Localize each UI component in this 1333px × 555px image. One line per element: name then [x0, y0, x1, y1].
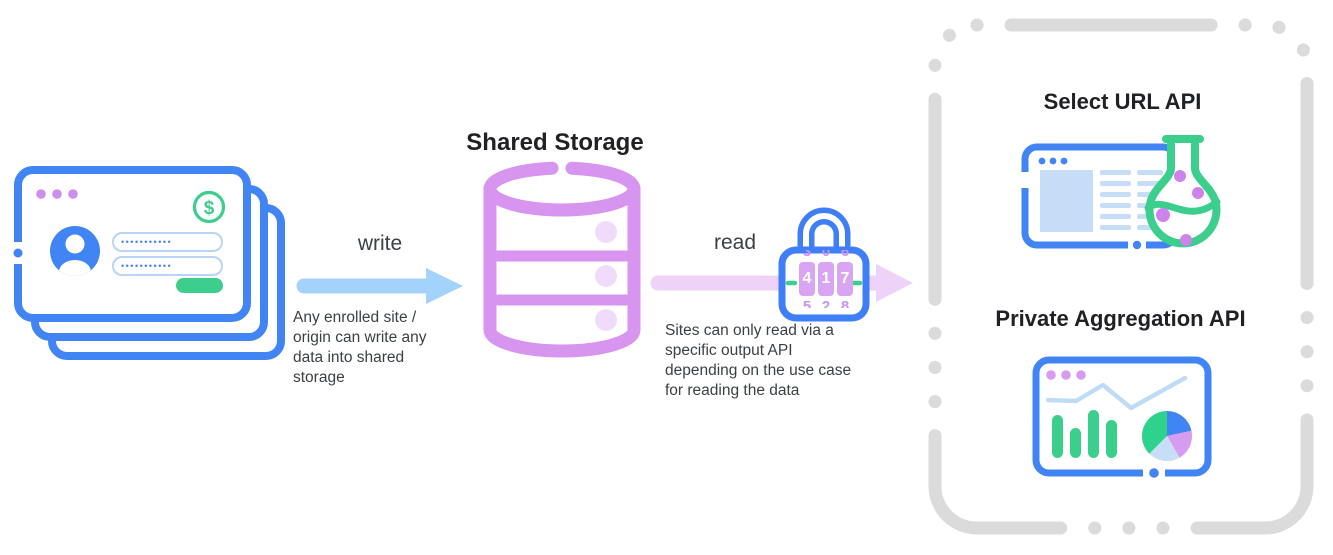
database-icon: [483, 161, 641, 358]
dial-digit-below: 5: [802, 298, 812, 308]
database-band-dots: [595, 221, 617, 331]
window-traffic-dots: [36, 189, 78, 199]
pie-chart: [1141, 410, 1193, 462]
avatar: [50, 226, 100, 276]
dial-digit-above: 6: [840, 250, 850, 260]
dial-digit-below: 2: [821, 298, 831, 308]
select-url-api-title: Select URL API: [1043, 89, 1202, 114]
write-note: Any enrolled site / origin can write any…: [293, 309, 427, 387]
dial-digit-above: 3: [802, 250, 812, 260]
lock-dial[interactable]: 3 4 5: [799, 250, 815, 308]
lock-dials: 3 4 5 0 1 2 6 7 8: [799, 250, 855, 308]
browser-window: [1019, 143, 1179, 252]
flask-bubbles: [1156, 170, 1204, 246]
select-url-api-icon: [1019, 135, 1221, 252]
read-note: Sites can only read via a specific outpu…: [665, 322, 852, 400]
password-dots-1: •••••••••••: [121, 237, 173, 247]
window-front: $: [10, 166, 251, 322]
dial-digit: 1: [818, 262, 834, 296]
read-label: read: [713, 231, 757, 254]
database-outline: [483, 161, 641, 358]
dollar-icon: $: [192, 190, 226, 224]
write-label: write: [357, 232, 403, 255]
output-api-boundary: [928, 18, 1314, 535]
shared-storage-title: Shared Storage: [466, 129, 644, 156]
write-arrow: [296, 268, 463, 304]
bar-chart: [1052, 410, 1117, 458]
browser-dots: [1038, 157, 1068, 165]
private-aggregation-api-title: Private Aggregation API: [995, 306, 1246, 331]
dial-digit: 4: [799, 262, 815, 296]
dial-digit-below: 8: [840, 298, 850, 308]
private-aggregation-api-icon: [1032, 356, 1212, 480]
dial-digit: 7: [837, 262, 853, 296]
border-notch-dot: [1149, 468, 1159, 478]
username-field[interactable]: [112, 232, 223, 252]
border-notch-dot: [13, 248, 23, 258]
svg-text:$: $: [204, 198, 215, 219]
border-notch-dot: [1132, 240, 1142, 250]
password-dots-2: •••••••••••: [121, 261, 173, 271]
lock-dial[interactable]: 0 1 2: [818, 250, 834, 308]
dashboard-dots: [1046, 370, 1086, 380]
dial-digit-above: 0: [821, 250, 831, 260]
lock-shackle: [797, 207, 851, 267]
password-field[interactable]: [112, 256, 223, 276]
content-block: [1040, 170, 1093, 232]
signin-windows-icon: $: [10, 166, 285, 360]
line-chart: [1045, 375, 1188, 411]
lock-dial[interactable]: 6 7 8: [837, 250, 853, 308]
flask-icon: [1144, 135, 1221, 248]
signin-button[interactable]: [176, 278, 223, 293]
